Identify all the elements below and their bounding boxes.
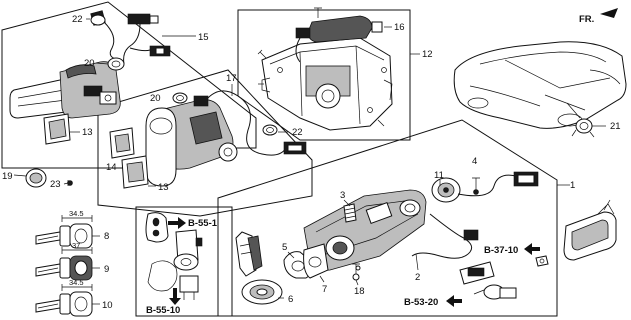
part-b53-switch xyxy=(459,261,517,300)
part-21-ring xyxy=(571,118,606,138)
callout-21: 21 xyxy=(610,121,621,132)
callout-5: 5 xyxy=(282,242,287,253)
car-outline-illustration xyxy=(453,41,627,129)
ref-b-53-20: B-53-20 xyxy=(404,297,438,308)
combination-switch xyxy=(9,61,121,145)
ref-arrows-right-panel xyxy=(446,243,540,307)
leader-car-to-21 xyxy=(566,102,581,119)
leader-5 xyxy=(287,251,295,259)
callout-13a: 13 xyxy=(82,127,93,138)
key-10 xyxy=(35,291,100,317)
ref-arrows-left-panel xyxy=(168,217,186,305)
key-9 xyxy=(35,255,100,281)
reference-labels: B-55-1 B-55-10 B-37-10 B-53-20 xyxy=(146,218,518,316)
callout-4: 4 xyxy=(472,156,477,167)
ref-b-55-1: B-55-1 xyxy=(188,218,218,229)
callout-11: 11 xyxy=(434,170,444,181)
callout-6: 6 xyxy=(288,294,293,305)
part-b37-and-cover xyxy=(535,199,617,267)
fr-label: FR. xyxy=(579,14,594,25)
callout-15: 15 xyxy=(198,32,209,43)
leader-3 xyxy=(343,199,351,207)
part-19-cap xyxy=(13,168,47,188)
callout-labels: 1 2 3 4 5 6 7 8 9 10 11 12 13 13 14 15 1… xyxy=(2,14,621,311)
leader-20 xyxy=(95,62,109,65)
panel-lock-assembly xyxy=(217,119,558,317)
key-dimension-marks xyxy=(61,215,93,291)
panel-center-bracket xyxy=(237,9,411,141)
callout-20a: 20 xyxy=(84,58,95,69)
key-8 xyxy=(35,223,100,249)
callout-18: 18 xyxy=(354,286,365,297)
steering-lock-assembly xyxy=(235,171,539,305)
harness-15 xyxy=(90,10,171,71)
steering-column-bracket xyxy=(257,7,393,131)
callout-23: 23 xyxy=(50,179,61,190)
callout-13b: 13 xyxy=(158,182,169,193)
key-dimension-labels: 34.5 37 34.5 xyxy=(69,209,84,287)
part-23-screw xyxy=(63,180,73,186)
ref-b-37-10: B-37-10 xyxy=(484,245,518,256)
callout-14: 14 xyxy=(106,162,117,173)
callout-10: 10 xyxy=(102,300,113,311)
callout-9: 9 xyxy=(104,264,109,275)
fr-arrow-icon xyxy=(600,8,618,18)
callout-8: 8 xyxy=(104,231,109,242)
callout-7: 7 xyxy=(322,284,327,295)
front-direction-arrow: FR. xyxy=(579,8,618,25)
callout-17: 17 xyxy=(226,73,237,84)
callout-16: 16 xyxy=(394,22,405,33)
callout-12: 12 xyxy=(422,49,433,60)
key-dim-8: 34.5 xyxy=(69,209,84,218)
callout-22b: 22 xyxy=(292,127,303,138)
key-cylinder-parts xyxy=(145,212,203,300)
lock-housing-and-harness-17 xyxy=(109,90,307,189)
panel-harness-17 xyxy=(97,69,313,217)
callout-20b: 20 xyxy=(150,93,161,104)
key-dim-10: 34.5 xyxy=(69,278,84,287)
leader-7 xyxy=(319,275,325,283)
leader-2 xyxy=(415,253,419,271)
callout-3: 3 xyxy=(340,190,345,201)
ref-b-55-10: B-55-10 xyxy=(146,305,180,316)
callout-22a: 22 xyxy=(72,14,83,25)
callout-1: 1 xyxy=(570,180,575,191)
callout-2: 2 xyxy=(415,272,420,283)
key-dim-9: 37 xyxy=(72,241,80,250)
callout-19: 19 xyxy=(2,171,13,182)
leader-18 xyxy=(355,279,359,286)
panel-key-cylinder-set xyxy=(135,206,233,317)
